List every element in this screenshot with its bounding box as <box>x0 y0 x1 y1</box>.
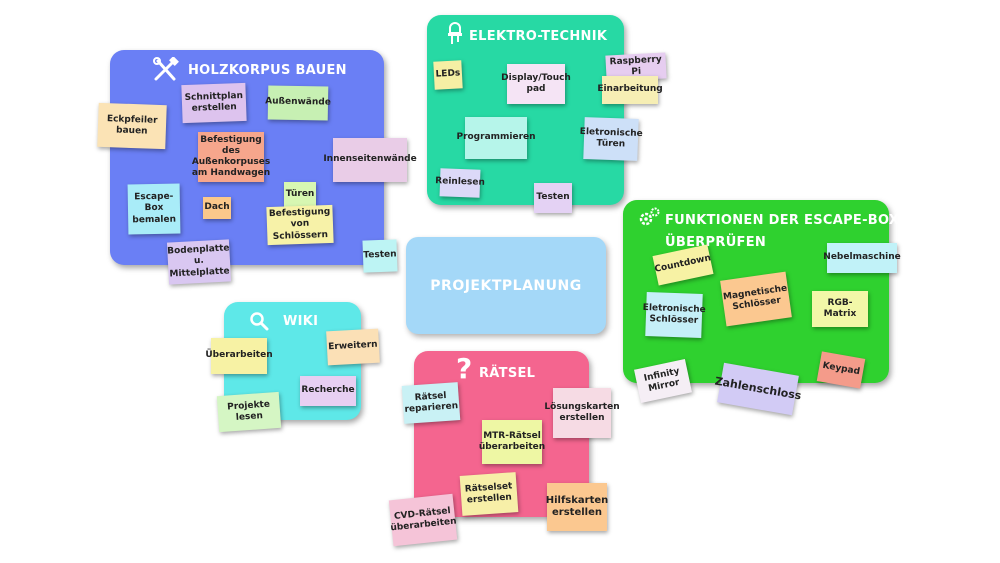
note-erweitern[interactable]: Erweitern <box>326 328 380 366</box>
note-testen-holz[interactable]: Testen <box>362 239 398 273</box>
led-icon <box>447 21 463 49</box>
note-rgb-matrix[interactable]: RGB-Matrix <box>812 291 868 327</box>
gears-icon <box>637 206 661 232</box>
note-mtr-raetsel[interactable]: MTR-Rätsel überarbeiten <box>479 420 545 464</box>
note-ueberarbeiten-wiki[interactable]: Überarbeiten <box>205 338 273 374</box>
note-projekte-lesen[interactable]: Projekte lesen <box>216 391 282 433</box>
note-tueren[interactable]: Türen <box>284 182 316 208</box>
note-programmieren[interactable]: Programmieren <box>456 117 536 159</box>
note-keypad[interactable]: Keypad <box>816 351 866 389</box>
note-nebelmaschine[interactable]: Nebelmaschine <box>823 243 901 273</box>
note-cvd-raetsel[interactable]: CVD-Rätsel überarbeiten <box>388 493 458 547</box>
note-bodenplatte[interactable]: Bodenplatte u. Mittelplatte <box>166 239 232 285</box>
search-icon <box>249 311 269 335</box>
note-einarbeitung[interactable]: Einarbeitung <box>597 76 663 104</box>
area-title-wiki: WIKI <box>283 314 319 329</box>
area-title-funktionen-line1: FUNKTIONEN DER ESCAPE-BOX <box>665 213 900 228</box>
area-title-holzkorpus: HOLZKORPUS BAUEN <box>188 63 347 78</box>
note-raetsel-reparieren[interactable]: Rätsel reparieren <box>401 382 461 424</box>
note-schnittplan[interactable]: Schnittplan erstellen <box>181 82 247 124</box>
note-loesungskarten[interactable]: Lösungskarten erstellen <box>544 388 620 438</box>
question-icon: ? <box>456 352 473 385</box>
note-recherche[interactable]: Recherche <box>300 376 356 406</box>
note-display-touchpad[interactable]: Display/Touch pad <box>501 64 571 104</box>
note-testen-elektro[interactable]: Testen <box>534 183 572 213</box>
center-projektplanung[interactable]: PROJEKTPLANUNG <box>406 237 606 334</box>
note-hilfskarten[interactable]: Hilfskarten erstellen <box>546 483 608 531</box>
note-aussenwaende[interactable]: Außenwände <box>265 85 331 121</box>
area-title-raetsel: RÄTSEL <box>479 366 536 381</box>
tools-icon <box>152 56 180 87</box>
note-eletronische-schloesser[interactable]: Eletronische Schlösser <box>643 292 706 338</box>
note-dach[interactable]: Dach <box>203 197 231 219</box>
note-befestigung-schloesser[interactable]: Befestigung von Schlössern <box>266 204 334 246</box>
area-title-elektro-technik: ELEKTRO-TECHNIK <box>469 29 608 44</box>
note-befestigung-aussenkorpus[interactable]: Befestigung des Außenkorpuses am Handwag… <box>192 132 270 182</box>
note-escape-box-bemalen[interactable]: Escape-Box bemalen <box>127 183 181 235</box>
area-title-funktionen-line2: ÜBERPRÜFEN <box>665 235 767 250</box>
note-eletronische-tueren[interactable]: Eletronische Türen <box>580 117 643 161</box>
note-innenseitenwaende[interactable]: Innenseitenwände <box>323 138 417 182</box>
note-magnetische-schloesser[interactable]: Magnetische Schlösser <box>720 271 792 327</box>
note-eckpfeiler[interactable]: Eckpfeiler bauen <box>97 102 167 150</box>
note-leds[interactable]: LEDs <box>433 60 463 90</box>
note-reinlesen[interactable]: Reinlesen <box>435 168 485 198</box>
note-raetselset[interactable]: Rätselset erstellen <box>459 472 519 516</box>
